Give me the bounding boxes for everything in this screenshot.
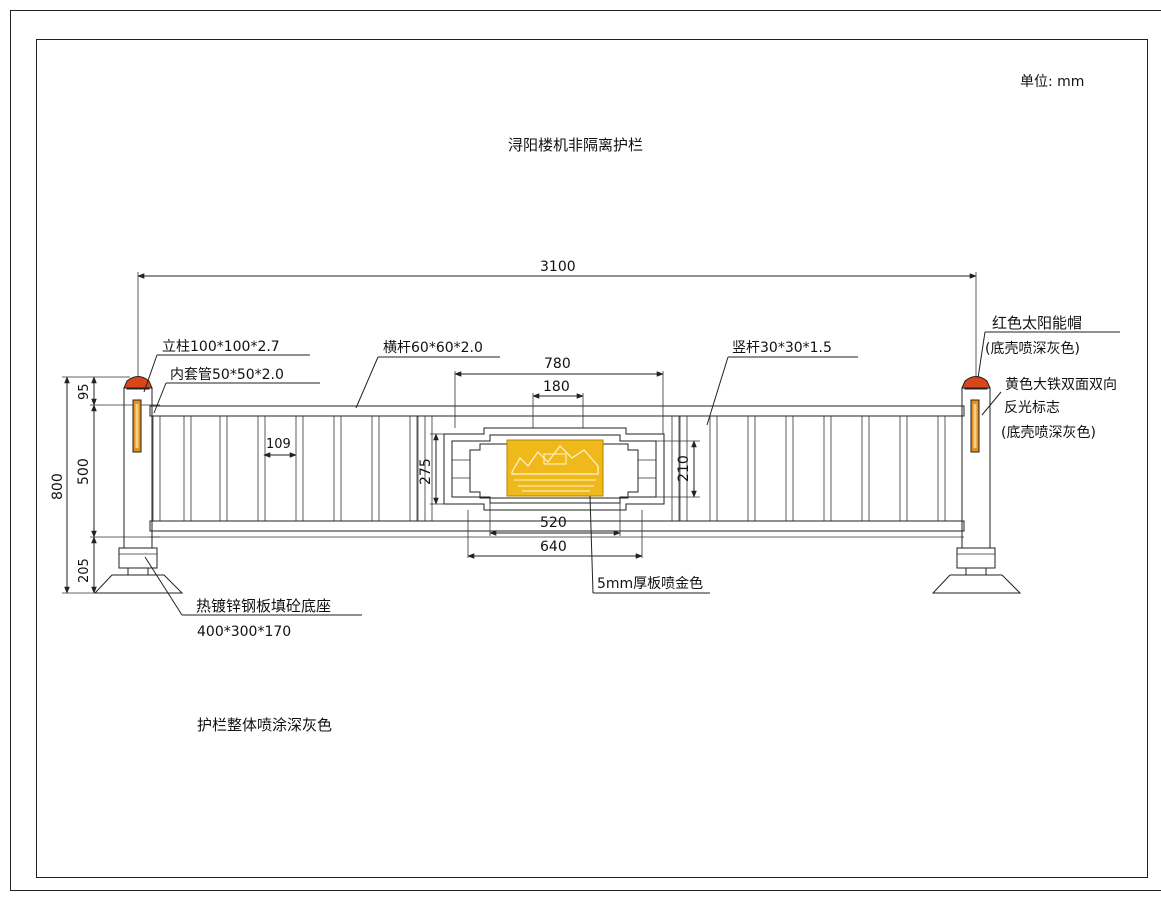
left-post <box>123 384 153 549</box>
inner-tube-label: 内套管50*50*2.0 <box>170 367 284 383</box>
solar-cap-label-1: 红色太阳能帽 <box>992 314 1082 332</box>
frame-outer-height-text: 275 <box>418 458 434 485</box>
reflector-label-1: 黄色大铁双面双向 <box>1005 376 1117 393</box>
plate-label: 5mm厚板喷金色 <box>597 575 703 592</box>
cap-height-text: 95 <box>77 383 92 400</box>
solar-cap-label-2: (底壳喷深灰色) <box>985 340 1080 357</box>
center-dimensions <box>430 371 700 559</box>
drawing-title: 浔阳楼机非隔离护栏 <box>508 136 643 154</box>
base-label-1: 热镀锌钢板填砼底座 <box>196 597 331 615</box>
total-length-text: 3100 <box>540 259 576 275</box>
left-solar-cap <box>123 376 153 389</box>
frame-outer-width-text: 780 <box>544 356 571 372</box>
bottom-note: 护栏整体喷涂深灰色 <box>197 716 332 734</box>
right-post <box>961 384 991 549</box>
right-base <box>931 547 1022 594</box>
plate-outer-width-text: 640 <box>540 539 567 555</box>
frame-inner-height-text: 210 <box>676 455 692 482</box>
drawing-frame <box>36 39 1148 878</box>
reflector-label-2: 反光标志 <box>1004 400 1060 416</box>
gold-plate <box>506 439 604 497</box>
post-label: 立柱100*100*2.7 <box>162 339 280 355</box>
reflector-label-3: (底壳喷深灰色) <box>1001 424 1096 441</box>
rail-label: 横杆60*60*2.0 <box>383 340 483 356</box>
total-height-text: 800 <box>50 473 66 500</box>
panel-height-text: 500 <box>76 458 92 485</box>
base-height-text: 205 <box>77 558 92 583</box>
base-label-2: 400*300*170 <box>197 624 291 640</box>
right-solar-cap <box>961 376 991 389</box>
picket-label: 竖杆30*30*1.5 <box>732 340 832 356</box>
sheet-border <box>10 10 1161 891</box>
pickets-group <box>152 416 946 521</box>
vertical-dimensions <box>62 376 160 594</box>
unit-label: 单位: mm <box>1020 74 1084 90</box>
picket-spacing-text: 109 <box>266 437 291 452</box>
left-base <box>93 547 184 594</box>
leader-lines <box>143 331 1120 616</box>
plate-inner-width-text: 520 <box>540 515 567 531</box>
frame-top-width-text: 180 <box>543 379 570 395</box>
